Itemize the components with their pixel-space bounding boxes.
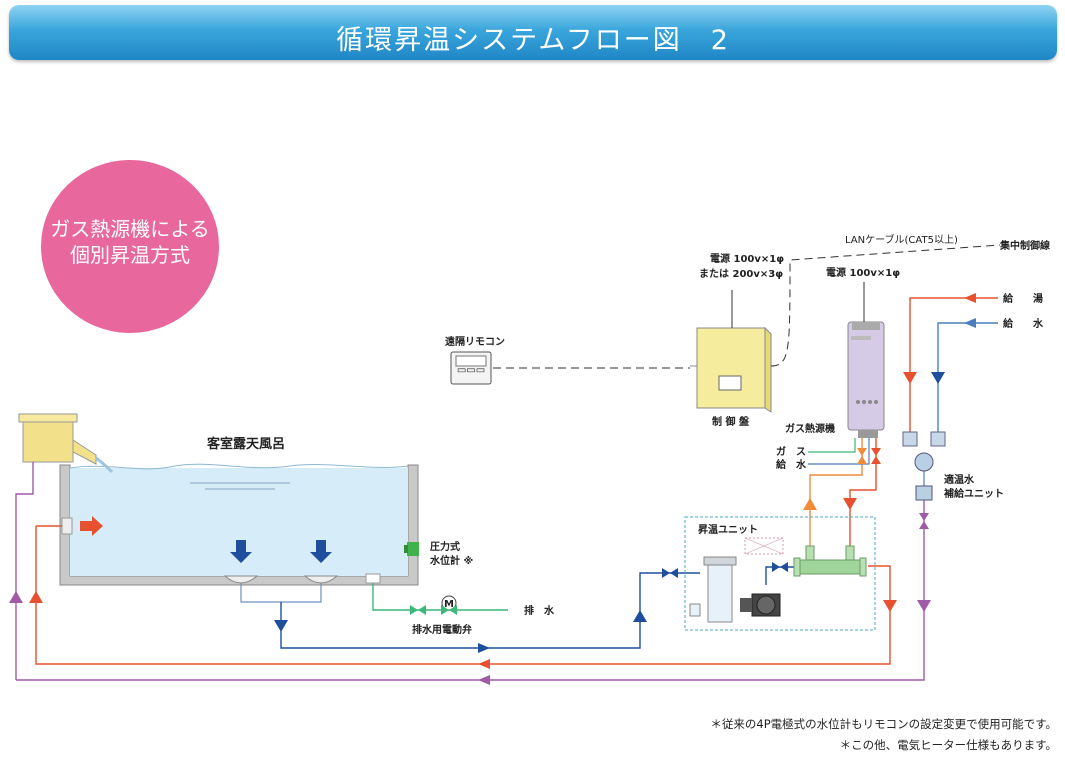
water-supply-label: 給 水 [1003,317,1044,330]
panel-power-label-1: 電源 100v×1φ [710,252,784,265]
method-badge: ガス熱源機による 個別昇温方式 [41,160,219,333]
footnote-1: ＊従来の4P電極式の水位計もリモコンの設定変更で使用可能です。 [710,717,1057,731]
tempered-unit-label-2: 補給ユニット [943,487,1004,500]
panel-power-label-2: または 200v×3φ [699,268,783,280]
pressure-sensor [407,542,419,556]
heater-power-label: 電源 100v×1φ [826,266,900,279]
tempered-water-unit [902,431,946,501]
svg-text:▭▭▭: ▭▭▭ [457,365,485,376]
gas-heater [847,321,885,438]
bath-label: 客室露天風呂 [207,436,285,452]
remote-controller: ▭▭▭ [450,351,492,385]
title-bar: 循環昇温システムフロー図 2 [9,5,1057,60]
drain-label: 排 水 [524,604,555,617]
tempered-water-line [15,462,34,680]
heat-exchanger [793,545,867,577]
flow-arrows [9,293,976,685]
control-panel [690,326,772,413]
heat-unit-label: 昇温ユニット [698,523,758,536]
footnote-2: ＊この他、電気ヒーター仕様もあります。 [839,738,1057,752]
drain-valve-label: 排水用電動弁 [412,623,472,636]
drain-line [372,583,508,611]
filter-tank [689,556,737,623]
motor-valve-symbol: M [444,599,454,610]
control-panel-label: 制 御 盤 [712,415,750,428]
method-badge-text: ガス熱源機による 個別昇温方式 [50,217,210,267]
pressure-gauge-label-1: 圧力式 [430,540,460,553]
pressure-gauge-label-2: 水位計 ※ [429,554,473,567]
water-input-label: 給 水 [776,458,807,471]
outdoor-bath [59,463,419,586]
lan-cable-label: LANケーブル(CAT5以上) [845,233,958,246]
gas-heater-label: ガス熱源機 [785,422,835,435]
page-title: 循環昇温システムフロー図 2 [336,25,730,56]
gas-input-label: ガ ス [776,445,806,458]
hot-supply-label: 給 湯 [1003,292,1043,305]
control-wiring [493,244,1001,369]
tempered-unit-label-1: 適温水 [944,473,975,486]
hot-return-line [35,526,891,665]
circulation-suction-line [280,572,700,649]
valves [410,448,929,615]
heat-unit-box [684,516,876,631]
bath-spout [18,413,114,474]
central-control-label: 集中制御線 [999,239,1050,252]
remote-label: 遠隔リモコン [445,335,505,348]
circulation-pump [740,593,781,617]
